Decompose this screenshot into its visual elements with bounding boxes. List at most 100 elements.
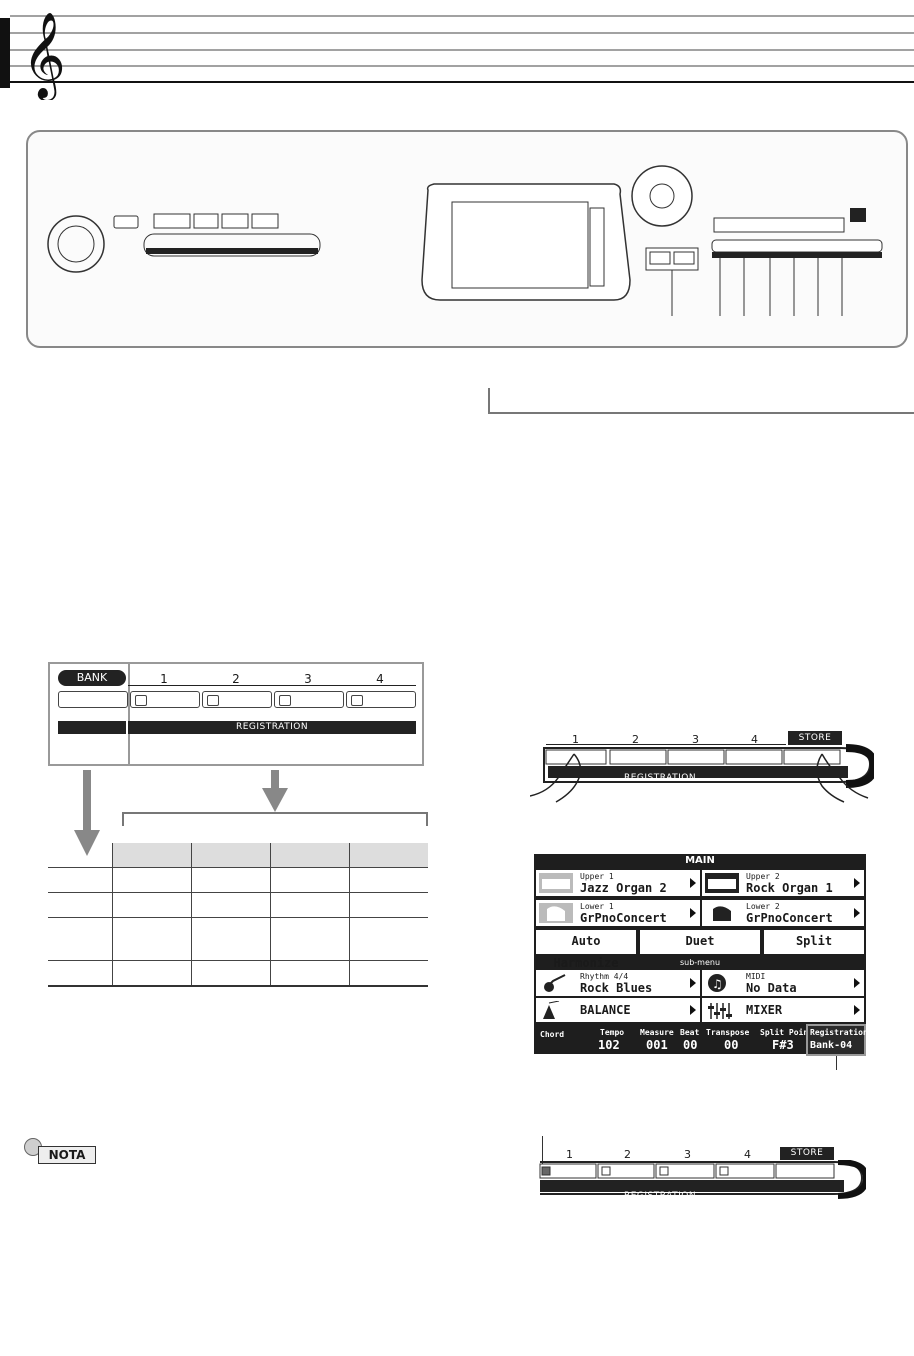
store-strip-registration: REGISTRATION xyxy=(623,773,697,783)
bottom-strip-number: 2 xyxy=(624,1148,631,1161)
keyboard-controls-drawing xyxy=(47,165,883,316)
midi-cell[interactable]: ♫ MIDI No Data xyxy=(702,970,864,996)
store-strip-number: 4 xyxy=(751,733,758,746)
bank-bar xyxy=(58,721,126,734)
rhythm-label: Rhythm 4/4 xyxy=(580,972,629,981)
lower1-value: GrPnoConcert xyxy=(580,911,667,925)
lcd-screen-icon xyxy=(451,201,589,289)
registration-button-3[interactable] xyxy=(274,691,344,708)
chevron-right-icon xyxy=(690,878,696,888)
registration-button-2[interactable] xyxy=(202,691,272,708)
transpose-value[interactable]: 00 xyxy=(724,1038,739,1052)
beat-label: Beat xyxy=(680,1028,700,1037)
store-strip-drawing xyxy=(530,744,874,803)
nota-badge: NOTA xyxy=(38,1146,96,1164)
store-strip-line xyxy=(546,744,786,745)
bank-panel-number: 3 xyxy=(304,672,312,686)
registration-status-value: Bank-04 xyxy=(810,1040,853,1051)
lower2-value: GrPnoConcert xyxy=(746,911,833,925)
measure-label: Measure xyxy=(640,1028,674,1037)
registration-highlight-box[interactable] xyxy=(806,1024,866,1056)
upper2-part[interactable]: Upper 2 Rock Organ 1 xyxy=(702,870,864,896)
bank-button[interactable] xyxy=(58,691,128,708)
duet-button[interactable]: Duet xyxy=(640,930,760,954)
organ-icon xyxy=(705,873,739,893)
down-arrow-icon xyxy=(83,770,91,830)
guitar-icon xyxy=(544,974,566,992)
chevron-right-icon xyxy=(690,978,696,988)
upper1-value: Jazz Organ 2 xyxy=(580,881,667,895)
left-hand-icon xyxy=(530,753,575,797)
mixer-sliders-icon xyxy=(708,1003,732,1019)
volume-knob-icon xyxy=(47,215,105,273)
transpose-label: Transpose xyxy=(706,1028,750,1037)
chevron-right-icon xyxy=(854,1005,860,1015)
bottom-strip-registration: REGISTRATION xyxy=(623,1191,697,1201)
split-point-label: Split Point xyxy=(760,1028,813,1037)
bank-label: BANK xyxy=(58,670,126,686)
mixer-label: MIXER xyxy=(746,1003,783,1017)
upper1-label: Upper 1 xyxy=(580,872,614,881)
lower2-label: Lower 2 xyxy=(746,902,780,911)
right-hand-icon xyxy=(821,753,869,799)
store-strip-number: 2 xyxy=(632,733,639,746)
midi-label: MIDI xyxy=(746,972,766,981)
tempo-label: Tempo xyxy=(600,1028,625,1037)
chord-label: Chord xyxy=(540,1030,565,1039)
bank-divider xyxy=(128,662,130,766)
chevron-right-icon xyxy=(854,878,860,888)
registration-status-label: Registration xyxy=(810,1028,868,1037)
bank-registration-table xyxy=(48,843,428,987)
registration-callout-line xyxy=(836,1056,837,1070)
chevron-right-icon xyxy=(690,1005,696,1015)
tempo-value[interactable]: 102 xyxy=(598,1038,620,1052)
auto-harmonize-button[interactable]: Auto Harmonize xyxy=(536,930,636,970)
rhythm-value: Rock Blues xyxy=(580,981,653,995)
bank-panel-number: 2 xyxy=(232,672,240,686)
store-strip-number: 1 xyxy=(572,733,579,746)
midi-value: No Data xyxy=(746,981,797,995)
bottom-strip-number: 3 xyxy=(684,1148,691,1161)
staff-header: 𝄞 xyxy=(0,12,914,100)
svg-text:♫: ♫ xyxy=(712,977,723,991)
organ-icon xyxy=(539,873,573,893)
store-strip-number: 3 xyxy=(692,733,699,746)
music-note-icon: ♫ xyxy=(708,974,726,992)
measure-value: 001 xyxy=(646,1038,668,1052)
upper1-part[interactable]: Upper 1 Jazz Organ 2 xyxy=(536,870,700,896)
registration-bar: REGISTRATION xyxy=(128,721,416,734)
bank-panel-number: 4 xyxy=(376,672,384,686)
mixer-cell[interactable]: MIXER xyxy=(702,998,864,1022)
power-button-icon xyxy=(113,215,139,229)
balance-label: BALANCE xyxy=(580,1003,631,1017)
lit-led-icon xyxy=(541,1166,551,1176)
registration-button-1[interactable] xyxy=(130,691,200,708)
split-point-value[interactable]: F#3 xyxy=(772,1038,794,1052)
lower2-part[interactable]: Lower 2 GrPnoConcert xyxy=(702,900,864,926)
bottom-callout-line xyxy=(542,1136,543,1166)
beat-value: 00 xyxy=(683,1038,698,1052)
treble-clef-icon: 𝄞 xyxy=(22,12,66,100)
section-heading-rule xyxy=(488,388,914,414)
submenu-label: sub-menu xyxy=(679,958,721,967)
bottom-strip-number: 1 xyxy=(566,1148,573,1161)
metronome-icon xyxy=(543,1001,560,1019)
chevron-right-icon xyxy=(854,978,860,988)
bottom-strip-number: 4 xyxy=(744,1148,751,1161)
lower1-label: Lower 1 xyxy=(580,902,614,911)
rhythm-cell[interactable]: Rhythm 4/4 Rock Blues xyxy=(536,970,700,996)
chevron-right-icon xyxy=(690,908,696,918)
upper2-value: Rock Organ 1 xyxy=(746,881,833,895)
chevron-right-icon xyxy=(854,908,860,918)
registration-bracket xyxy=(122,812,428,826)
bank-number-line xyxy=(128,685,416,686)
grand-piano-icon xyxy=(705,903,739,923)
registration-button-4[interactable] xyxy=(346,691,416,708)
bank-panel-number: 1 xyxy=(160,672,168,686)
lower1-part[interactable]: Lower 1 GrPnoConcert xyxy=(536,900,700,926)
lcd-title: MAIN xyxy=(685,855,715,866)
upper2-label: Upper 2 xyxy=(746,872,780,881)
bottom-store-label: STORE xyxy=(780,1147,834,1160)
split-button[interactable]: Split xyxy=(764,930,864,954)
balance-cell[interactable]: BALANCE xyxy=(536,998,700,1022)
